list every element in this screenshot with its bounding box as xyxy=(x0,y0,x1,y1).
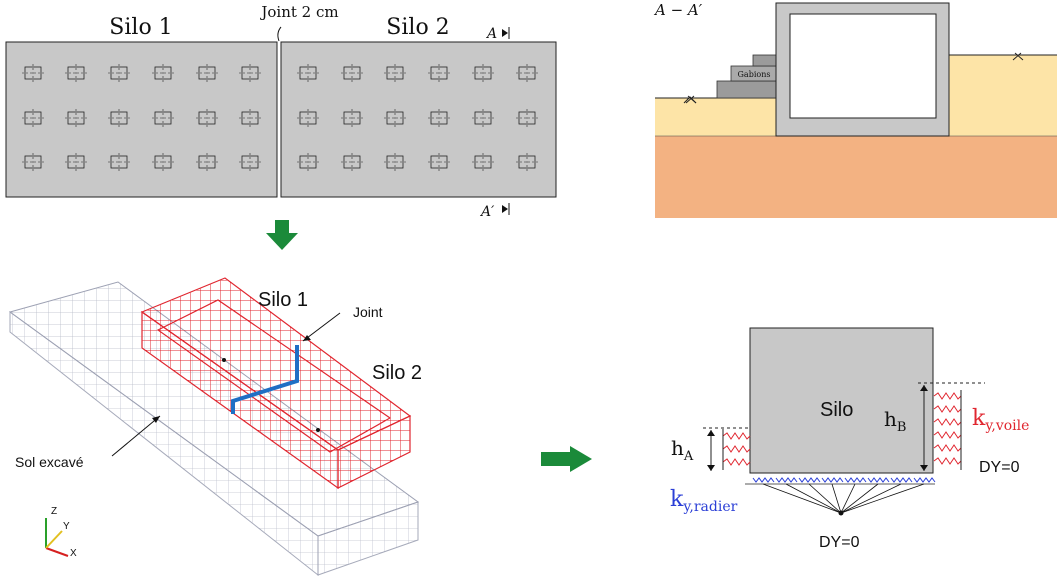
base-spring xyxy=(867,477,890,483)
silo-block xyxy=(749,327,934,474)
mesh-view: Joint Silo 1 Silo 2 Sol excavé Z Y X xyxy=(8,277,422,577)
dy-bottom-label: DY=0 xyxy=(819,534,860,551)
k-radier-label: ky,radier xyxy=(670,487,738,515)
spring-link xyxy=(840,483,856,514)
pile-marker xyxy=(239,109,261,127)
pile-marker xyxy=(516,109,538,127)
section-marker-top: A xyxy=(485,26,510,42)
svg-text:Y: Y xyxy=(63,521,70,532)
base-spring xyxy=(913,477,936,483)
pile-marker xyxy=(22,109,44,127)
right-wall-springs xyxy=(933,390,962,470)
spring-model: Silo hA hB ky,voile DY=0 xyxy=(670,327,1029,551)
ha-label: hA xyxy=(671,436,694,464)
silo1-plan-label: Silo 1 xyxy=(109,15,172,40)
pile-marker xyxy=(65,64,87,82)
spring-link xyxy=(762,483,842,514)
pile-marker xyxy=(297,109,319,127)
plan-view: Silo 1 Silo 2 Joint 2 cm A A′ xyxy=(5,3,557,220)
spring-link xyxy=(840,483,925,514)
joint-plan-label: Joint 2 cm xyxy=(259,3,338,21)
pile-marker xyxy=(428,153,450,171)
svg-text:X: X xyxy=(70,548,77,559)
pile-marker xyxy=(108,109,130,127)
silo2-plan-label: Silo 2 xyxy=(386,15,449,40)
pile-marker xyxy=(297,64,319,82)
pile-marker xyxy=(152,153,174,171)
svg-text:A: A xyxy=(485,26,497,42)
pile-marker xyxy=(297,153,319,171)
pile-marker xyxy=(341,153,363,171)
pile-marker xyxy=(384,64,406,82)
pile-marker xyxy=(152,64,174,82)
dy-right-label: DY=0 xyxy=(979,459,1020,476)
right-arrow-icon xyxy=(541,446,592,472)
joint-pointer xyxy=(277,26,282,42)
pile-marker xyxy=(65,109,87,127)
spring-link xyxy=(840,483,902,514)
base-spring xyxy=(821,477,844,483)
pile-marker xyxy=(472,64,494,82)
silo1-plan xyxy=(5,41,278,198)
base-spring xyxy=(890,477,913,483)
pile-marker xyxy=(428,64,450,82)
pile-marker xyxy=(239,64,261,82)
pile-marker xyxy=(341,64,363,82)
soil-upper-layer xyxy=(655,98,776,136)
spring-link xyxy=(808,483,842,514)
hb-label: hB xyxy=(884,407,906,435)
section-view: A − A′ Gabions xyxy=(653,1,1057,218)
soil-lower-layer xyxy=(655,136,1057,218)
base-spring xyxy=(798,477,821,483)
base-spring xyxy=(844,477,867,483)
left-wall-springs xyxy=(722,429,751,470)
pile-marker xyxy=(516,64,538,82)
pile-marker xyxy=(516,153,538,171)
pile-marker xyxy=(472,153,494,171)
pile-marker xyxy=(239,153,261,171)
pile-marker xyxy=(196,153,218,171)
pile-marker xyxy=(22,153,44,171)
base-spring xyxy=(775,477,798,483)
gabions-label: Gabions xyxy=(738,70,771,79)
silo-block-label: Silo xyxy=(820,399,853,421)
svg-text:Z: Z xyxy=(51,506,57,517)
base-spring xyxy=(752,477,775,483)
spring-link xyxy=(840,483,879,514)
joint-mesh xyxy=(231,345,299,414)
pile-marker xyxy=(152,109,174,127)
pile-marker xyxy=(428,109,450,127)
pile-marker xyxy=(108,153,130,171)
pile-marker xyxy=(108,64,130,82)
soil-label: Sol excavé xyxy=(15,454,84,470)
spring-link xyxy=(831,483,842,514)
k-voile-label: ky,voile xyxy=(972,406,1029,434)
axes-triad: Z Y X xyxy=(45,506,77,559)
silo1-mesh-label: Silo 1 xyxy=(258,289,308,311)
pile-markers xyxy=(22,64,538,171)
pile-marker xyxy=(472,109,494,127)
pile-marker xyxy=(384,109,406,127)
pile-marker xyxy=(196,109,218,127)
pile-marker xyxy=(65,153,87,171)
base-springs xyxy=(745,477,936,514)
pile-marker xyxy=(341,109,363,127)
silo2-mesh-label: Silo 2 xyxy=(372,362,422,384)
pile-marker xyxy=(384,153,406,171)
pile-marker xyxy=(196,64,218,82)
svg-text:A′: A′ xyxy=(479,204,495,220)
ground-level-symbol xyxy=(683,52,1024,104)
spring-link xyxy=(785,483,842,514)
down-arrow-icon xyxy=(266,220,298,250)
silo2-plan xyxy=(280,41,557,198)
pile-marker xyxy=(22,64,44,82)
section-title: A − A′ xyxy=(653,1,703,19)
joint-mesh-label: Joint xyxy=(353,304,383,320)
section-marker-bottom: A′ xyxy=(479,203,510,220)
